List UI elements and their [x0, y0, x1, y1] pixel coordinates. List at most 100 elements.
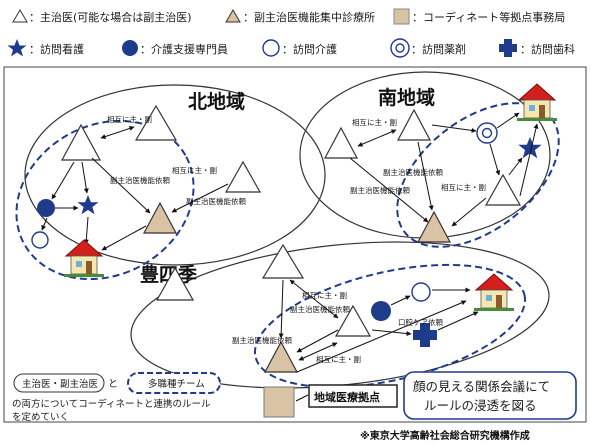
- request-label: 副主治医機能依頼: [232, 335, 292, 345]
- mutual-label: 相互に主・副: [316, 354, 361, 364]
- legend-main-doctor: ：主治医(可能な場合は副主治医): [12, 9, 192, 24]
- doctor-triangle: [324, 126, 358, 159]
- meeting-line-1: 顔の見える関係会議にて: [413, 379, 550, 394]
- square-tan-icon: [393, 8, 410, 25]
- region-title-toyoshiki: 豊四季: [140, 263, 197, 286]
- visiting-nurse-star-icon: [518, 137, 542, 159]
- pill-team-label: 多職種チーム: [148, 378, 205, 390]
- legend-label: ：副主治医機能集中診療所: [243, 10, 375, 24]
- credit-text: ※東京大学高齢社会総合研究機構作成: [360, 429, 530, 442]
- legend-label: ：主治医(可能な場合は副主治医): [29, 10, 192, 24]
- coordinate-office-square: [263, 386, 295, 418]
- star-icon: [7, 39, 27, 57]
- request-arrow: [278, 279, 284, 339]
- mutual-label: 相互に主・副: [302, 290, 347, 300]
- care-manager-icon: [37, 199, 55, 217]
- team-pill: [127, 372, 221, 394]
- request-label: 副主治医機能依頼: [350, 185, 410, 195]
- mutual-label: 相互に主・副: [172, 165, 217, 175]
- triangle-tan-icon: [225, 9, 241, 23]
- mutual-label: 相互に主・副: [441, 182, 486, 192]
- legend-coordinate-office: ：コーディネート等拠点事務局: [393, 8, 565, 25]
- legend-label: ：訪問看護: [29, 42, 84, 56]
- meeting-note-box: [403, 371, 577, 420]
- mutual-arrow: [289, 279, 339, 319]
- request-label: 副主治医機能依頼: [110, 175, 170, 185]
- request-label: 副主治医機能依頼: [186, 196, 246, 206]
- note-line-1: の両方についてコーディネートと連携のルール: [12, 398, 211, 410]
- connector-arrow: [51, 161, 75, 200]
- sub-doctor-clinic-triangle: [143, 201, 177, 234]
- connector-arrow: [437, 311, 479, 331]
- region-title-north: 北地域: [188, 90, 245, 113]
- visiting-nurse-star-icon: [77, 195, 99, 215]
- legend-home-pharmacy: ：訪問薬剤: [390, 38, 466, 58]
- doctor-pill: [13, 373, 105, 393]
- request-arrow: [91, 157, 151, 214]
- pill-doctor-label: 主治医・副主治医: [22, 378, 99, 390]
- legend-visiting-nurse: ：訪問看護: [7, 39, 84, 57]
- legend-label: ：訪問薬剤: [411, 42, 466, 56]
- legend-sub-doctor-clinic: ：副主治医機能集中診療所: [225, 9, 375, 24]
- request-arrow: [417, 141, 434, 211]
- connector-arrow: [81, 161, 89, 194]
- open-circle-icon: [262, 39, 280, 57]
- triangle-white-icon: [12, 9, 28, 23]
- north-region-boundary: [24, 84, 326, 266]
- doctor-triangle: [261, 243, 305, 279]
- hub-pointer-line: [295, 394, 309, 402]
- request-label: 副主治医機能依頼: [383, 167, 443, 177]
- connector-arrow: [41, 217, 48, 231]
- hub-label: 地域医療拠点: [314, 390, 380, 404]
- home-care-icon: [411, 282, 431, 302]
- toyoshiki-team-boundary: [253, 263, 527, 389]
- mutual-arrow: [100, 126, 135, 139]
- legend-label: ：コーディネート等拠点事務局: [412, 10, 565, 24]
- legend-home-care: ：訪問介護: [262, 39, 337, 57]
- connector-arrow: [83, 216, 89, 245]
- doctor-triangle: [334, 304, 372, 337]
- request-arrow: [171, 183, 229, 213]
- mutual-label: 相互に主・副: [107, 114, 152, 124]
- request-label: 副主治医機能依頼: [290, 304, 350, 314]
- mutual-arrow: [357, 129, 397, 147]
- legend-label: ：介護支援専門員: [140, 42, 228, 56]
- doctor-triangle: [60, 123, 102, 161]
- meeting-line-2: ルールの浸透を図る: [424, 398, 537, 413]
- hub-label-box: [308, 384, 398, 408]
- request-arrow: [349, 157, 429, 223]
- and-label: と: [108, 378, 118, 390]
- connector-arrow: [431, 124, 477, 133]
- connector-arrow: [101, 225, 147, 251]
- request-arrow: [451, 197, 487, 227]
- region-title-south: 南地域: [378, 86, 435, 109]
- doctor-triangle: [224, 160, 262, 193]
- legend-label: ：訪問介護: [282, 42, 337, 56]
- doctor-triangle: [134, 104, 178, 141]
- connector-arrow: [519, 123, 539, 197]
- mutual-label: 相互に主・副: [352, 117, 397, 127]
- north-team-boundary: [15, 119, 195, 281]
- filled-circle-icon: [122, 40, 138, 56]
- home-dental-cross-icon: [413, 323, 437, 347]
- doctor-triangle: [155, 266, 195, 301]
- doctor-triangle: [484, 173, 522, 206]
- connector-arrow: [508, 157, 523, 176]
- connector-arrow: [296, 300, 467, 373]
- connector-arrow: [390, 295, 411, 306]
- legend-label: ：訪問歯科: [520, 42, 575, 56]
- cross-icon: [499, 39, 517, 57]
- sub-doctor-clinic-triangle: [417, 210, 451, 243]
- doctor-triangle: [397, 108, 431, 141]
- legend-home-dental: ：訪問歯科: [499, 39, 575, 57]
- mutual-arrow: [298, 342, 338, 361]
- oral-care-label: 口腔ケア依頼: [398, 317, 443, 327]
- care-manager-icon: [371, 301, 391, 321]
- legend-care-manager: ：介護支援専門員: [122, 40, 228, 56]
- home-care-icon: [31, 231, 49, 249]
- note-line-2: を定めていく: [12, 411, 69, 423]
- sub-doctor-clinic-triangle: [264, 340, 298, 373]
- connector-arrow: [496, 112, 520, 129]
- connector-arrow: [489, 143, 501, 176]
